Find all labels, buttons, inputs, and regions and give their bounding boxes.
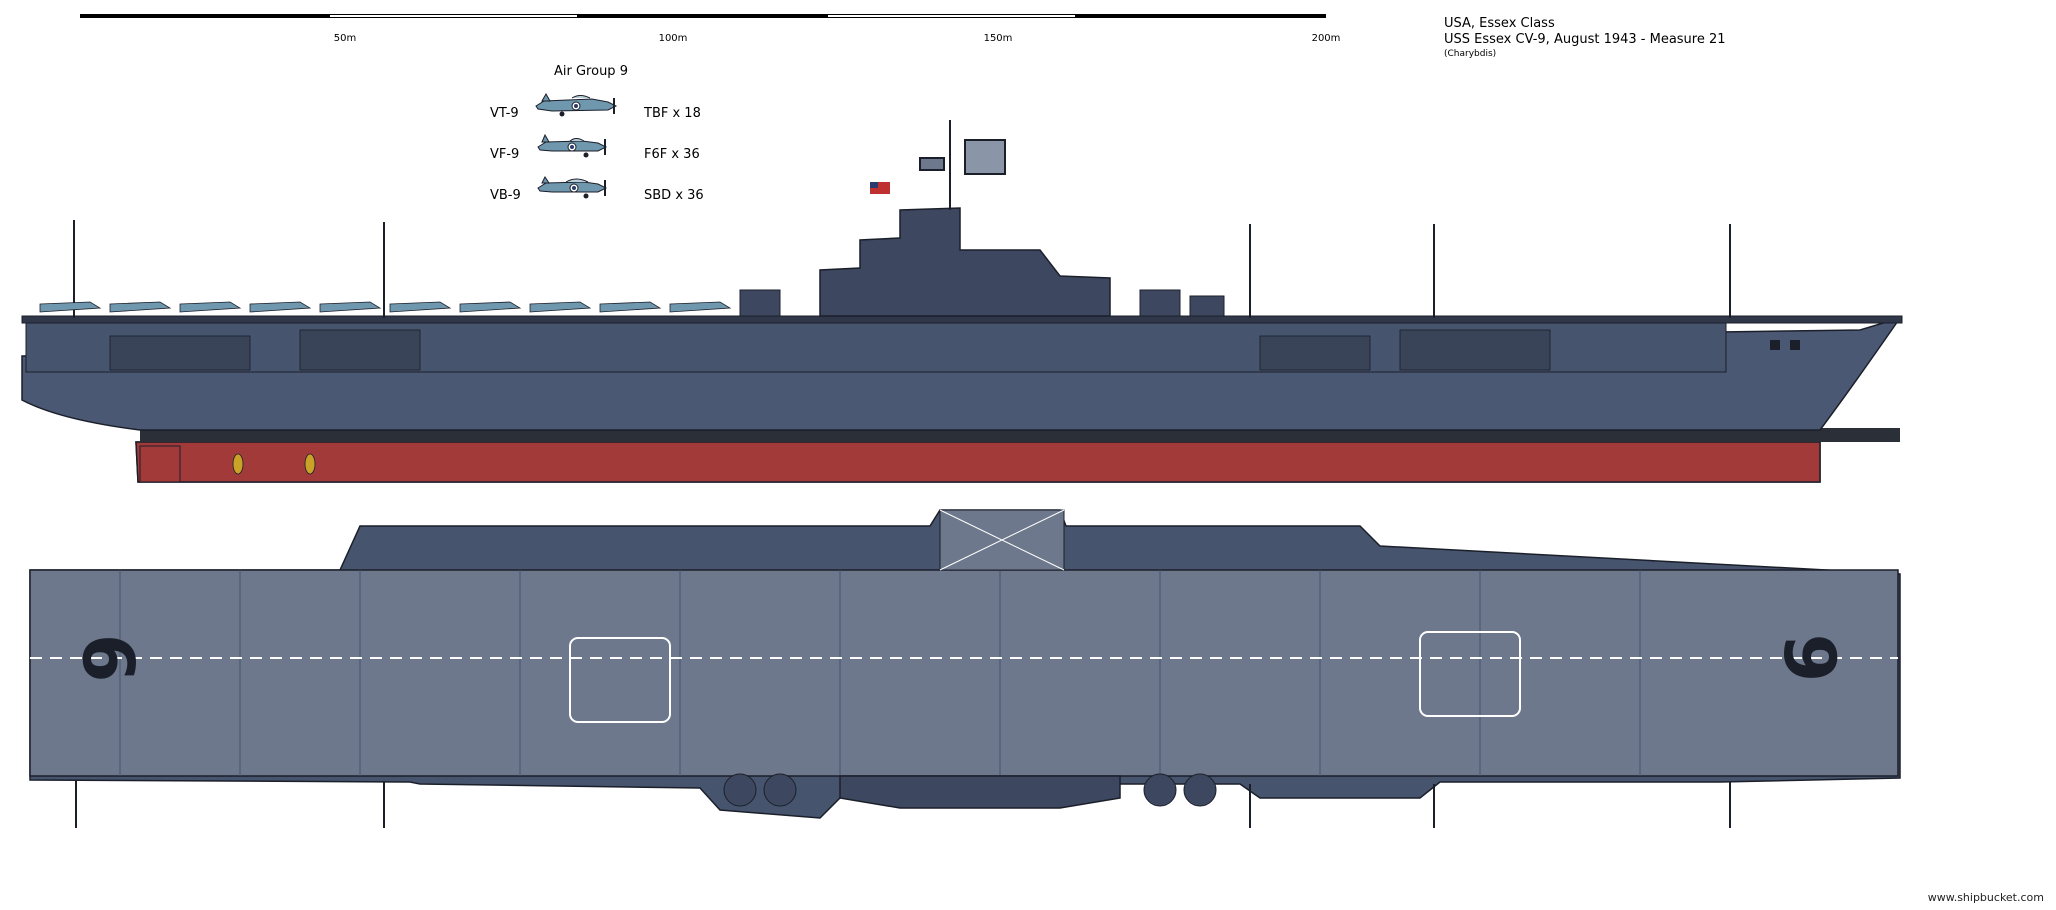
hull-number-fwd: 9 <box>1768 634 1850 683</box>
gun-turrets <box>739 289 1225 317</box>
deck-edge-elevator <box>939 509 1065 571</box>
deck-segments <box>119 570 1641 776</box>
sbd-dauntless-icon <box>537 176 608 199</box>
squadron-row: VF-9 F6F x 36 <box>490 105 790 162</box>
ship-camouflage-note: (Charybdis) <box>1444 49 1497 59</box>
air-group-title: Air Group 9 <box>554 64 628 79</box>
flight-deck-edge <box>21 315 1903 324</box>
hangar-openings <box>109 329 1551 371</box>
scale-label-150m: 150m <box>983 33 1013 44</box>
parked-aircraft <box>39 301 732 313</box>
scale-segment <box>329 14 578 18</box>
scale-label-50m: 50m <box>333 33 357 44</box>
watermark: www.shipbucket.com <box>1927 891 2044 904</box>
boot-top <box>140 428 1900 442</box>
scale-bar: 50m 100m 150m 200m <box>80 14 1340 44</box>
tbf-avenger-icon <box>535 92 618 117</box>
squadron-code: VF-9 <box>490 147 520 162</box>
scale-segment <box>827 14 1076 18</box>
rudder <box>139 445 181 483</box>
scale-label-100m: 100m <box>658 33 688 44</box>
scale-segment <box>80 14 329 18</box>
f6f-hellcat-icon <box>537 133 608 158</box>
deck-masts <box>73 220 1731 318</box>
ship-class-title: USA, Essex Class <box>1444 16 1555 31</box>
squadron-row: VB-9 SBD x 36 <box>490 146 790 203</box>
title-block: USA, Essex Class USS Essex CV-9, August … <box>1444 16 1726 60</box>
scale-segment <box>1076 14 1326 18</box>
squadron-count: TBF x 18 <box>644 106 701 121</box>
propellers <box>232 453 316 475</box>
squadron-code: VT-9 <box>490 106 519 121</box>
squadron-row: VT-9 TBF x 18 <box>490 64 790 121</box>
island <box>819 207 1111 317</box>
scale-label-200m: 200m <box>1311 33 1341 44</box>
radar-mast <box>919 120 1006 210</box>
squadron-count: SBD x 36 <box>644 188 704 203</box>
anchor-icon <box>1770 340 1800 350</box>
island-plan <box>839 775 1121 809</box>
squadron-code: VB-9 <box>490 188 521 203</box>
deck-masts-plan <box>75 780 1731 828</box>
deck-elevators <box>569 631 1521 723</box>
ship-top-view: 9 9 <box>29 509 1901 828</box>
ship-name-title: USS Essex CV-9, August 1943 - Measure 21 <box>1444 32 1726 47</box>
ship-side-profile <box>21 120 1903 483</box>
flight-deck <box>29 569 1899 777</box>
scale-segment <box>578 14 827 18</box>
gun-mounts-plan <box>723 773 1217 807</box>
squadron-count: F6F x 36 <box>644 147 700 162</box>
hull-number-aft: 9 <box>70 634 152 683</box>
us-flag <box>870 182 890 194</box>
